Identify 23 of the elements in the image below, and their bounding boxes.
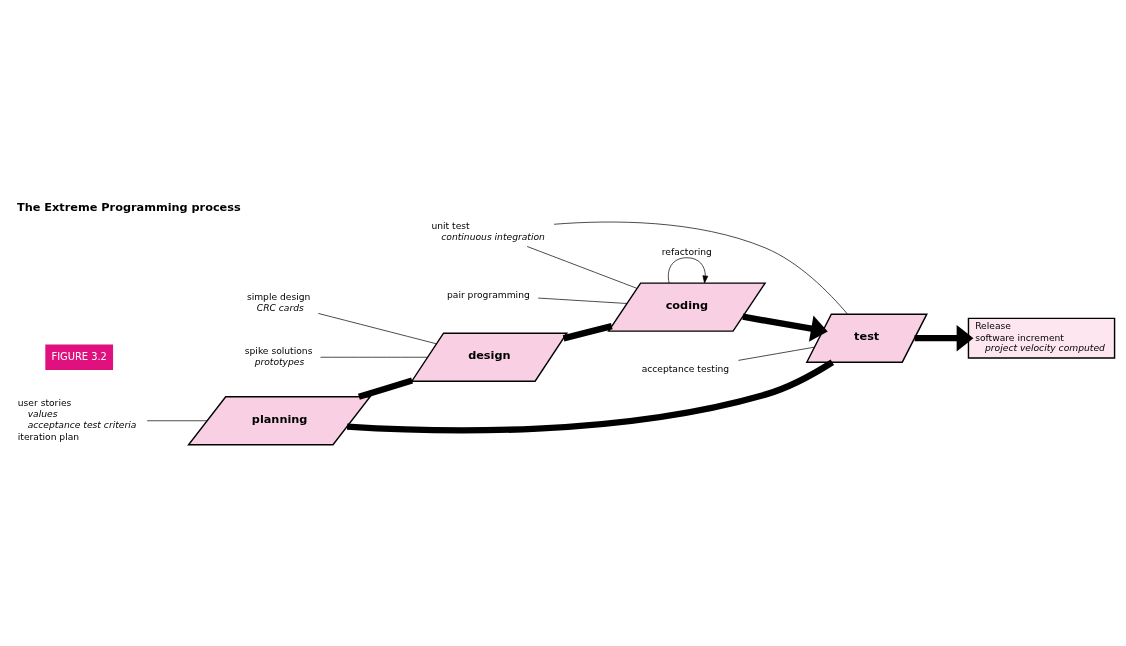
connector: [537, 297, 628, 304]
node-box: Release software increment project velocity computed: [967, 317, 1116, 359]
node-text: spike solutions prototypes: [244, 344, 313, 367]
node-text: simple design CRC cards: [246, 291, 311, 313]
connector: [562, 323, 613, 342]
connector: [320, 356, 428, 358]
connector: [553, 221, 848, 315]
node-text: user stories values acceptance test criteria iteration plan: [17, 397, 137, 443]
diagram-title: The Extreme Programming process: [17, 200, 241, 214]
node-text: pair programming: [446, 288, 530, 300]
edge-label: refactoring: [661, 246, 712, 258]
label: FIGURE 3.2: [51, 350, 107, 362]
connector: [146, 420, 208, 422]
connector: [738, 346, 815, 361]
arrow: [914, 324, 974, 352]
connector: [346, 359, 835, 434]
connector: [526, 246, 638, 289]
node-text: unit test continuous integration: [431, 220, 545, 242]
node-text: acceptance testing: [641, 362, 730, 374]
arrow: [742, 313, 828, 342]
connector: [317, 313, 437, 345]
connector: [357, 377, 413, 400]
arrow: [667, 257, 709, 284]
